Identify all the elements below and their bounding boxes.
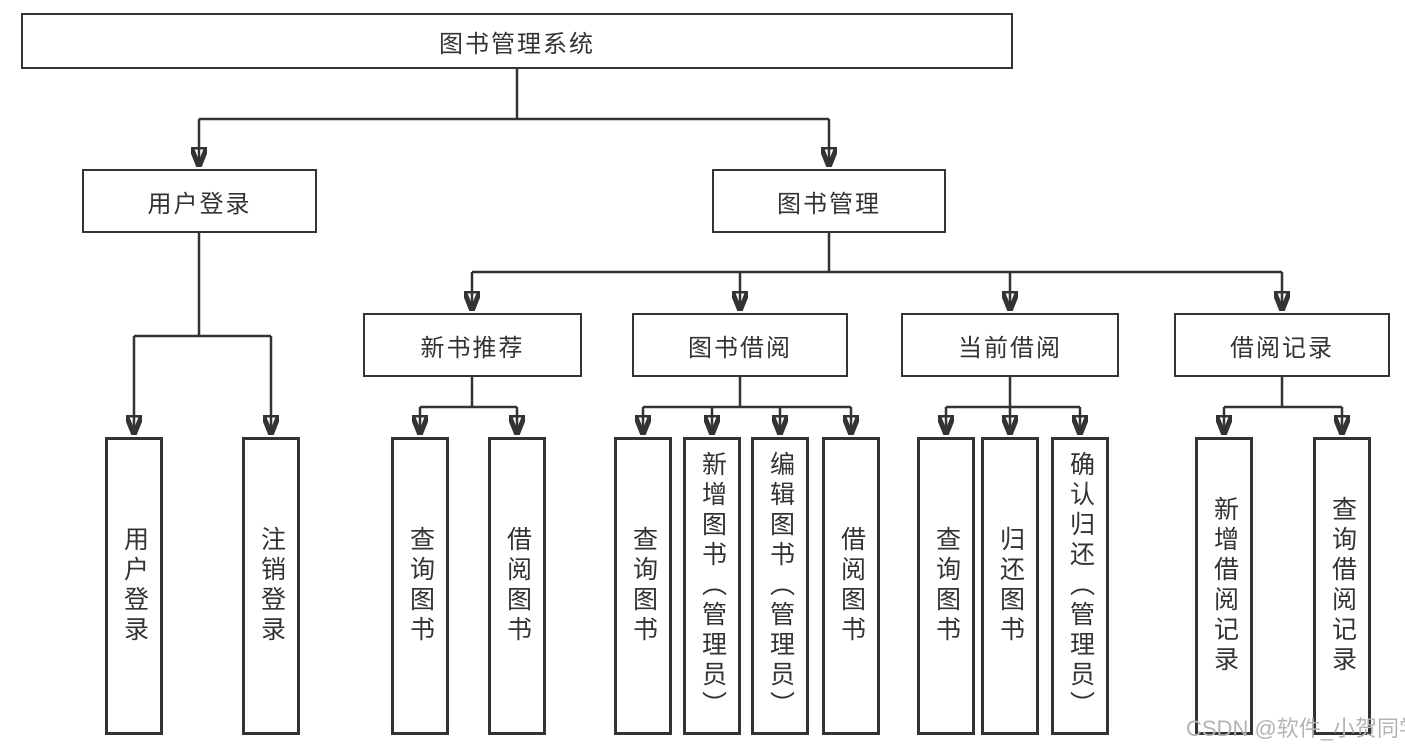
node-root-label: 图书管理系统 [439,30,595,58]
node-new-book-rec-label: 新书推荐 [420,334,525,362]
node-borrow-records: 借阅记录 [1174,313,1390,377]
leaf-bb-borrow-books-label: 借阅图书 [837,526,866,646]
leaf-br-add-record-label: 新增借阅记录 [1210,496,1239,676]
connectors-new-book-rec-group [420,377,517,433]
leaf-logout: 注销登录 [242,437,300,735]
leaf-cb-confirm-return: 确认归还（管理员） [1051,437,1109,735]
node-new-book-rec: 新书推荐 [363,313,582,377]
leaf-bb-edit-books: 编辑图书（管理员） [751,437,809,735]
node-book-mgmt: 图书管理 [712,169,946,233]
connectors-book-borrow-group [643,377,851,433]
connectors-current-borrow-group [946,377,1080,433]
leaf-logout-label: 注销登录 [257,526,286,646]
leaf-br-query-record: 查询借阅记录 [1313,437,1371,735]
connectors-borrow-records-group [1224,377,1342,433]
node-current-borrow: 当前借阅 [901,313,1119,377]
leaf-bb-add-books-label: 新增图书（管理员） [698,451,727,721]
connectors-user-login-group [134,233,271,433]
leaf-nbr-borrow-books: 借阅图书 [488,437,546,735]
leaf-bb-edit-books-label: 编辑图书（管理员） [766,451,795,721]
leaf-bb-query-books-label: 查询图书 [629,526,658,646]
node-book-borrow-label: 图书借阅 [688,334,792,362]
leaf-bb-borrow-books: 借阅图书 [822,437,880,735]
connectors-book-mgmt-to-level2 [472,233,1282,309]
node-root: 图书管理系统 [21,13,1013,69]
leaf-cb-confirm-return-label: 确认归还（管理员） [1066,451,1095,721]
leaf-cb-return-books: 归还图书 [981,437,1039,735]
leaf-br-add-record: 新增借阅记录 [1195,437,1253,735]
leaf-br-query-record-label: 查询借阅记录 [1328,496,1357,676]
leaf-nbr-borrow-books-label: 借阅图书 [503,526,532,646]
leaf-bb-query-books: 查询图书 [614,437,672,735]
leaf-nbr-query-books: 查询图书 [391,437,449,735]
node-book-mgmt-label: 图书管理 [777,190,881,218]
leaf-user-login-label: 用户登录 [120,526,149,646]
node-book-borrow: 图书借阅 [632,313,848,377]
leaf-cb-query-books: 查询图书 [917,437,975,735]
leaf-nbr-query-books-label: 查询图书 [406,526,435,646]
connectors-root-to-level1 [199,69,829,165]
node-current-borrow-label: 当前借阅 [958,334,1062,362]
node-borrow-records-label: 借阅记录 [1230,334,1334,362]
leaf-cb-query-books-label: 查询图书 [932,526,961,646]
node-user-login: 用户登录 [82,169,317,233]
watermark-text: CSDN @软件_小贺同学 [1186,716,1405,741]
node-user-login-label: 用户登录 [147,190,252,218]
leaf-bb-add-books: 新增图书（管理员） [683,437,741,735]
leaf-user-login: 用户登录 [105,437,163,735]
leaf-cb-return-books-label: 归还图书 [996,526,1025,646]
